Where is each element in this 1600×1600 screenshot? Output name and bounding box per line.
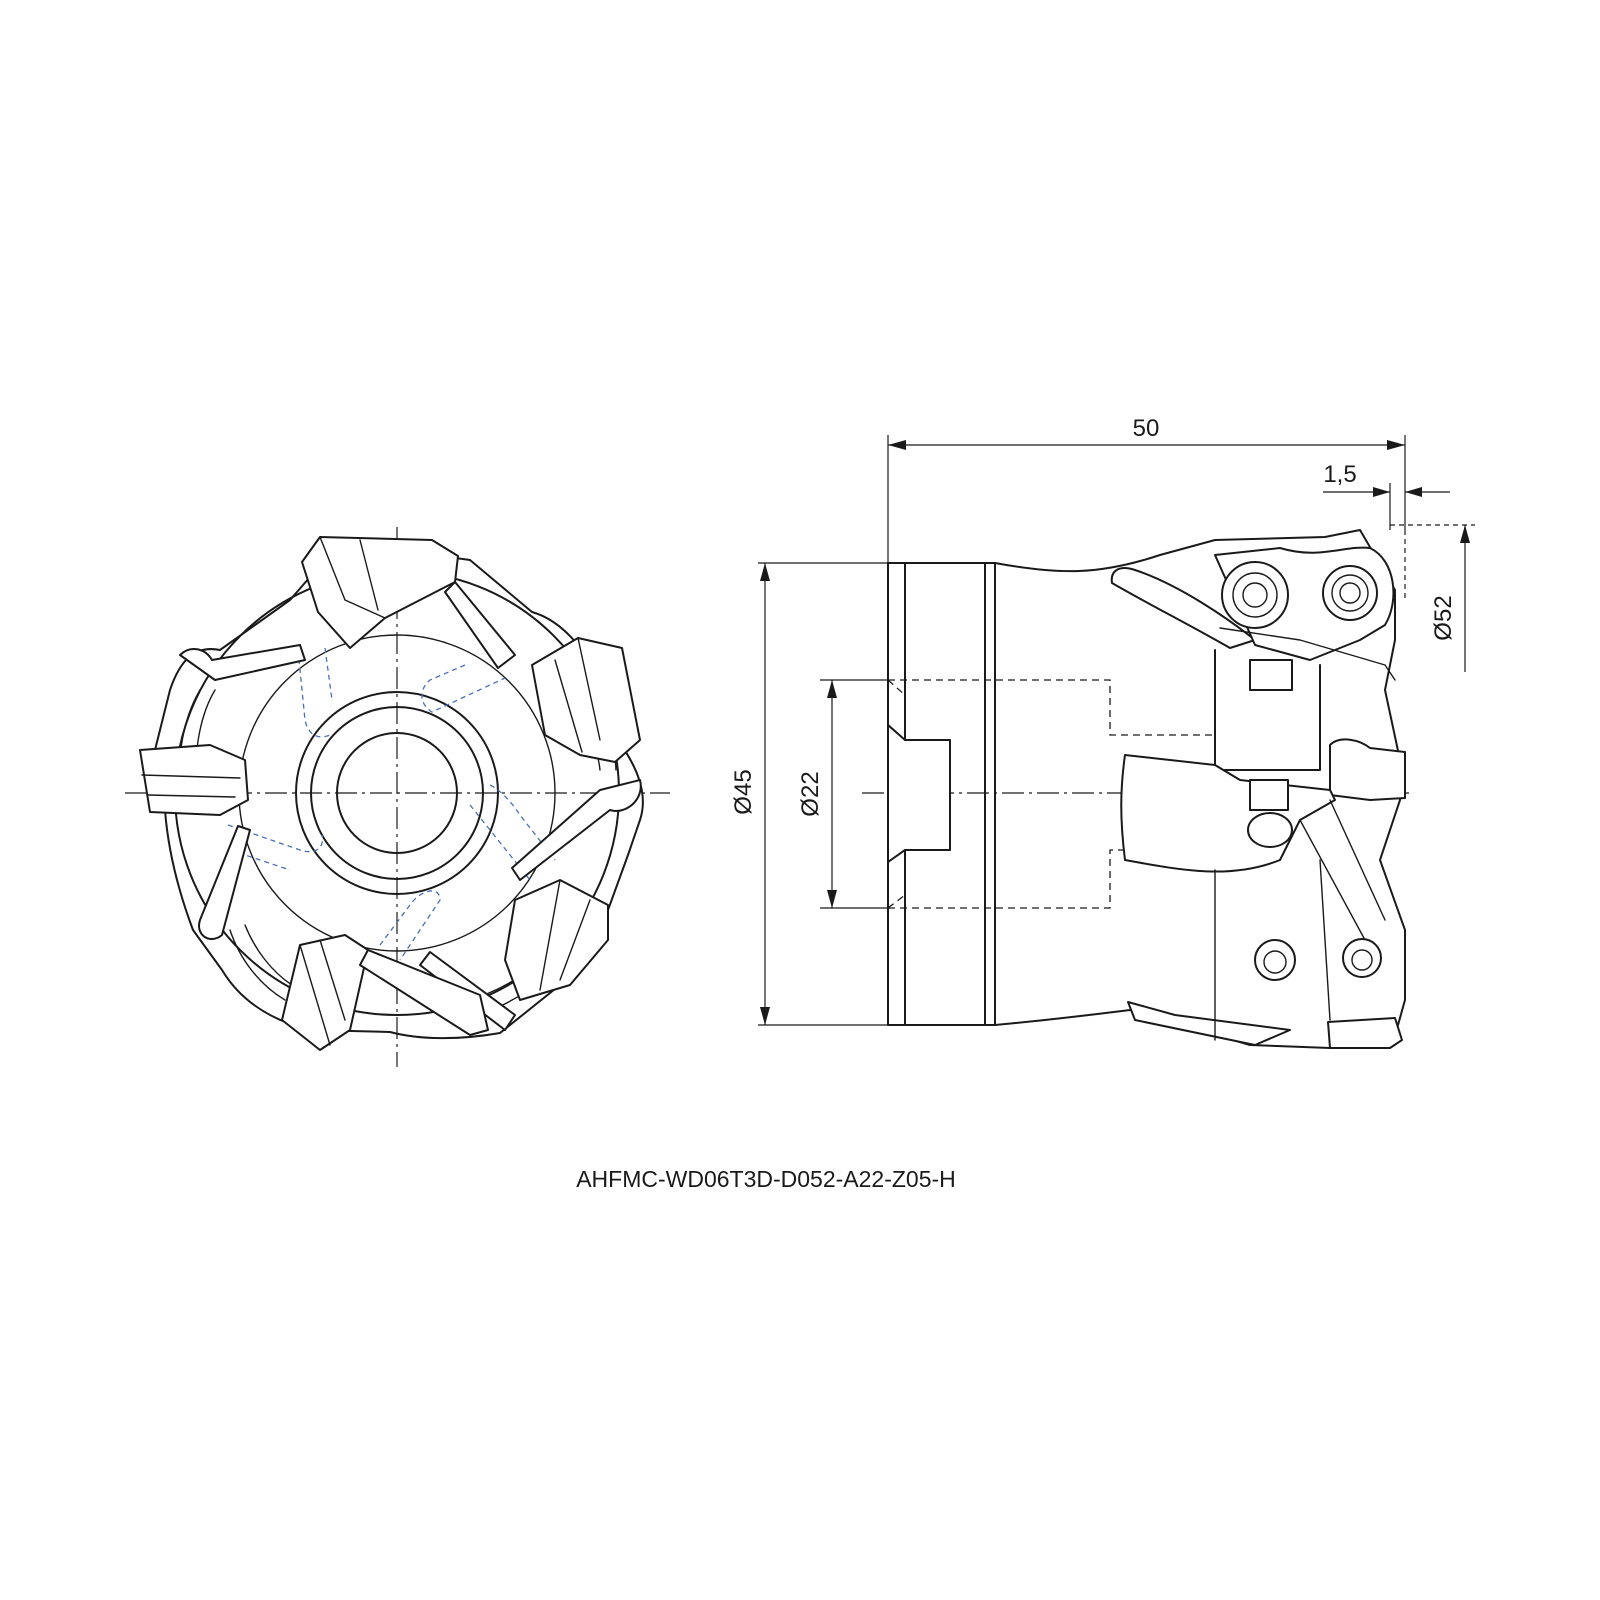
insert-left-lower-wedge — [198, 825, 251, 940]
dim-1-5-arrow-left — [1373, 487, 1390, 497]
insert-bottom — [281, 934, 489, 1051]
insert-top-face-2 — [359, 539, 379, 611]
dim-52-arrow — [1460, 525, 1470, 543]
insert-lower-right-pocket — [504, 879, 609, 1001]
insert-left — [139, 644, 306, 940]
insert-screw-1-inner — [1232, 572, 1278, 618]
coolant-channel-left — [227, 824, 324, 853]
dim-52-label: Ø52 — [1430, 595, 1457, 640]
bore-hidden-top — [888, 679, 1215, 736]
dim-50-label: 50 — [1133, 415, 1160, 442]
dim-45-label: Ø45 — [730, 769, 757, 814]
lower-pocket-edge — [1214, 859, 1331, 1041]
lower-screw-2-inner — [1351, 949, 1373, 971]
model-code-label: AHFMC-WD06T3D-D052-A22-Z05-H — [576, 1166, 956, 1192]
insert-left-face — [141, 774, 241, 779]
flute-arc-lower-left — [229, 929, 286, 1001]
dim-1-5-label: 1,5 — [1323, 461, 1356, 488]
bore-outer-ring — [310, 706, 484, 880]
coolant-channel-bottom — [379, 890, 441, 961]
insert-screw-1-torx — [1242, 582, 1268, 608]
insert-side-top — [1214, 546, 1396, 681]
insert-top-face — [319, 536, 386, 619]
coolant-channel-right — [489, 784, 556, 861]
insert-screw-1-outer — [1221, 561, 1289, 629]
coolant-channel-top-left — [297, 649, 331, 738]
insert-bottom-face — [299, 944, 331, 1046]
drive-keyway — [887, 724, 951, 863]
chip-flute-top — [1110, 567, 1256, 649]
cutter-body-outline — [149, 555, 644, 1040]
dim-50-arrow-right — [1387, 440, 1405, 450]
insert-right-pocket — [531, 637, 641, 763]
insert-lower-right-face-2 — [559, 899, 591, 981]
insert-right — [511, 637, 642, 881]
lower-screw-2-outer — [1342, 938, 1382, 978]
dimension-lines: 50 1,5 Ø52 Ø45 Ø22 — [730, 415, 1475, 1026]
insert-top-wedge — [444, 581, 516, 669]
insert-right-wedge — [511, 779, 642, 881]
dim-50-arrow-left — [888, 440, 906, 450]
insert-bottom-face-2 — [319, 939, 346, 1021]
flute-arc-lower-left-2 — [244, 924, 293, 986]
chip-flute-bottom — [1127, 1001, 1291, 1046]
bore-chamfer-ring — [295, 691, 499, 895]
insert-right-face — [577, 637, 601, 741]
middle-screw-head — [1247, 812, 1293, 848]
front-view — [125, 527, 670, 1067]
pocket-upper-block — [1214, 649, 1321, 771]
dim-45-arrow-bottom — [760, 1007, 770, 1025]
flute-middle — [1120, 754, 1336, 873]
dim-22-arrow-bottom — [827, 890, 837, 908]
middle-lower-wedge — [1299, 799, 1386, 941]
middle-seat — [1249, 779, 1289, 811]
coolant-channel-top-left-2 — [324, 647, 333, 701]
insert-bottom-pocket — [281, 934, 369, 1051]
bore-inner-ring — [336, 732, 458, 854]
insert-side-top-lower-edge — [1219, 627, 1396, 681]
dim-22-arrow-top — [827, 680, 837, 698]
dim-22-label: Ø22 — [797, 771, 824, 816]
insert-left-pocket — [139, 744, 249, 816]
insert-top — [301, 536, 516, 669]
bore-hidden-top-short — [887, 679, 906, 696]
pocket-upper-seat — [1249, 659, 1293, 691]
dim-1-5-arrow-right — [1405, 487, 1422, 497]
lower-screw-1-inner — [1263, 950, 1287, 974]
lower-screw-1-outer — [1254, 939, 1296, 981]
coolant-channel-top-right — [421, 664, 506, 713]
insert-screw-2-inner — [1331, 574, 1369, 612]
insert-side-middle-outline — [1329, 738, 1406, 801]
insert-screw-2-torx — [1339, 582, 1361, 604]
insert-left-face-2 — [147, 794, 236, 798]
insert-side-bottom — [1327, 1017, 1403, 1049]
insert-bottom-wedge — [359, 949, 489, 1036]
insert-lower-right-face — [539, 879, 561, 991]
dim-45-arrow-top — [760, 563, 770, 581]
insert-right-face-2 — [554, 659, 583, 753]
insert-screw-2-outer — [1322, 565, 1378, 621]
side-view — [862, 529, 1412, 1049]
bore-hidden-bottom-short — [887, 894, 906, 909]
insert-side-middle — [1120, 738, 1406, 941]
insert-top-pocket — [301, 536, 459, 649]
insert-left-wedge — [179, 644, 306, 681]
coolant-channel-right-2 — [469, 804, 531, 881]
bore-hidden-bottom — [888, 849, 1215, 909]
